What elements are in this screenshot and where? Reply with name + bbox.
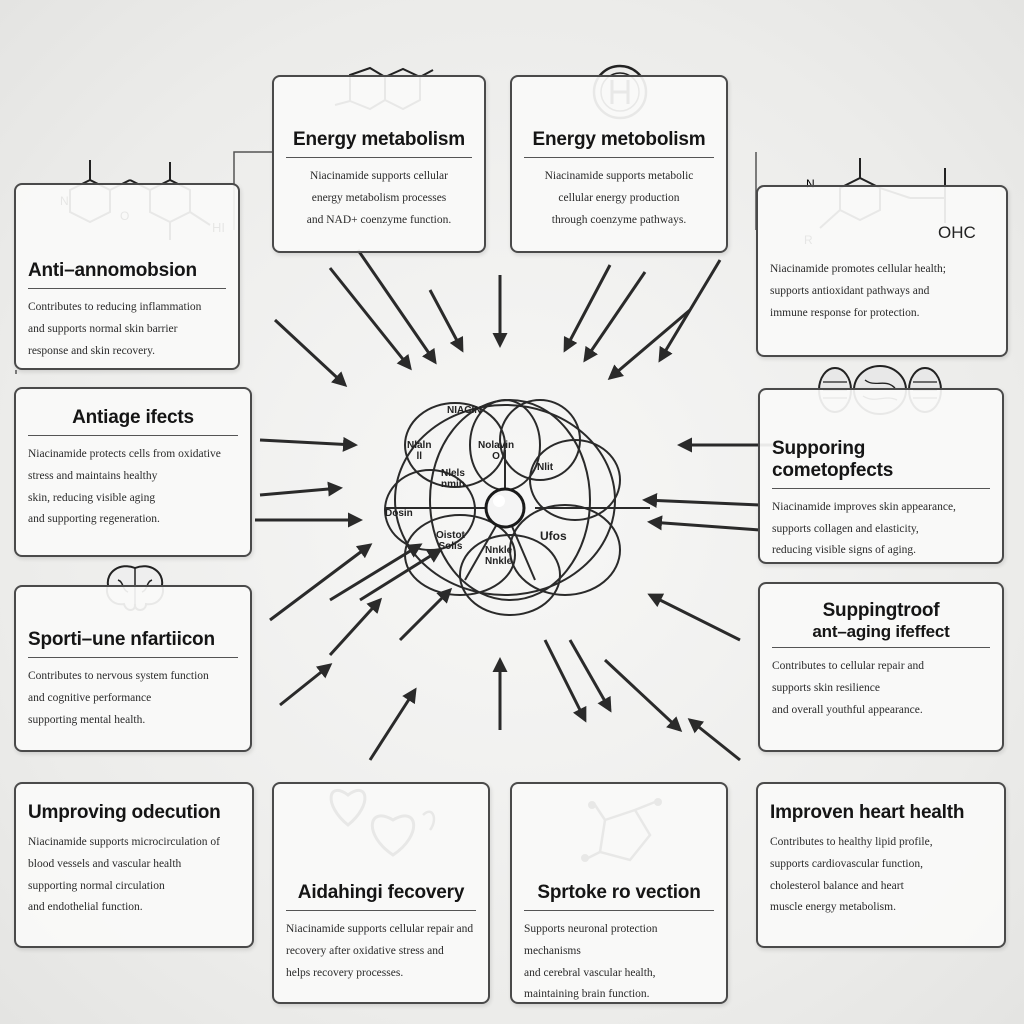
- arrow: [259, 436, 358, 452]
- arrow: [328, 267, 412, 371]
- panel-anti-inflammation: Anti–annomobsion Contributes to reducing…: [14, 183, 240, 370]
- panel-title: Aidahingi fecovery: [297, 882, 465, 903]
- panel-body: Niacinamide supports metabolic cellular …: [544, 169, 694, 226]
- panel-title: Anti–annomobsion: [28, 260, 197, 281]
- node-label-far-left: Dosin: [385, 508, 413, 519]
- node-label-lower-left: Oistot Solis: [436, 530, 465, 552]
- panel-title: Energy metobolism: [532, 129, 706, 150]
- panel-body: Contributes to reducing inflammation and…: [28, 300, 202, 357]
- arrow: [428, 289, 464, 353]
- arrow: [687, 718, 741, 762]
- node-label-right-upper: Nlit: [537, 462, 554, 473]
- arrow: [269, 543, 373, 622]
- panel-body: Niacinamide supports microcirculation of…: [28, 835, 220, 914]
- panel-body: Niacinamide supports cellular energy met…: [306, 169, 452, 226]
- arrow: [642, 493, 761, 509]
- panel-title: Suppingtroof: [822, 600, 940, 621]
- arrow: [647, 593, 741, 642]
- divider: [286, 156, 472, 158]
- panel-body: Niacinamide improves skin appearance, su…: [772, 500, 956, 557]
- panel-body: Contributes to cellular repair and suppo…: [772, 660, 925, 717]
- arrow: [603, 658, 683, 733]
- node-label-right-lower: Ufos: [540, 529, 567, 543]
- node-label-bottom-inner: Nnkle Nnkle: [485, 545, 513, 567]
- panel-improving-circulation: Umproving odecution Niacinamide supports…: [14, 782, 254, 948]
- panel-energy-metabolism-right: Energy metobolism Niacinamide supports m…: [510, 75, 728, 253]
- panel-title: Sprtoke ro vection: [537, 882, 701, 903]
- panel-top-right: OHC Niacinamide promotes cellular health…: [756, 185, 1008, 357]
- panel-title: Improven heart health: [770, 802, 965, 823]
- panel-body: Contributes to nervous system function a…: [28, 669, 209, 726]
- panel-stroke-protection: Sprtoke ro vection Supports neuronal pro…: [510, 782, 728, 1004]
- panel-title: Energy metabolism: [293, 129, 465, 150]
- node-label-left-inner: Nlels nmin: [441, 468, 465, 490]
- arrow: [259, 481, 343, 497]
- arrow: [273, 318, 348, 388]
- divider: [28, 656, 238, 658]
- panel-body: Niacinamide promotes cellular health; su…: [770, 263, 946, 319]
- divider: [286, 909, 476, 911]
- niacinamide-network-diagram: [384, 399, 650, 616]
- arrow: [359, 548, 443, 602]
- divider: [524, 909, 714, 911]
- arrow: [607, 308, 691, 380]
- panel-subtitle: ant–aging ifeffect: [812, 621, 950, 641]
- node-label-top: NIACIN: [447, 405, 482, 416]
- arrow: [583, 271, 647, 363]
- chem-label: OHC: [938, 223, 976, 242]
- panel-title: Sporti–une nfartiicon: [28, 629, 215, 650]
- node-label-upper-center: Nolavin O: [478, 440, 515, 462]
- panel-supporting-cosmetic-effects: Supporing cometopfects Niacinamide impro…: [758, 388, 1004, 564]
- divider: [28, 287, 226, 289]
- arrow: [647, 515, 761, 532]
- panel-body: Contributes to healthy lipid profile, su…: [770, 835, 933, 914]
- divider: [772, 647, 990, 649]
- panel-body: Niacinamide supports cellular repair and…: [286, 922, 474, 979]
- divider: [28, 434, 238, 436]
- divider: [772, 487, 990, 489]
- panel-energy-metabolism-left: Energy metabolism Niacinamide supports c…: [272, 75, 486, 253]
- panel-antiage-effects: Antiage ifects Niacinamide protects cell…: [14, 387, 252, 557]
- panel-title: Umproving odecution: [28, 802, 221, 823]
- panel-anti-aging-right: Suppingtroof ant–aging ifeffect Contribu…: [758, 582, 1004, 752]
- arrow: [356, 249, 437, 365]
- arrow: [563, 264, 612, 353]
- arrow: [328, 597, 383, 657]
- arrow: [568, 639, 612, 713]
- arrow: [543, 639, 587, 723]
- center-core-node: [484, 487, 526, 529]
- panel-body: Supports neuronal protection mechanisms …: [524, 922, 658, 1001]
- arrow: [368, 687, 417, 761]
- panel-title: Supporing cometopfects: [772, 438, 894, 481]
- panel-cognitive-function: Sporti–une nfartiicon Contributes to ner…: [14, 585, 252, 752]
- panel-body: Niacinamide protects cells from oxidativ…: [28, 447, 221, 526]
- arrow: [398, 587, 453, 642]
- svg-text:N: N: [806, 177, 815, 191]
- panel-title: Antiage ifects: [72, 407, 194, 428]
- divider: [524, 156, 714, 158]
- arrow: [658, 259, 722, 363]
- panel-improved-heart-health: Improven heart health Contributes to hea…: [756, 782, 1006, 948]
- panel-aiding-recovery: Aidahingi fecovery Niacinamide supports …: [272, 782, 490, 1004]
- node-label-left-outer: Nlaln ll: [407, 440, 432, 462]
- arrow: [279, 663, 333, 707]
